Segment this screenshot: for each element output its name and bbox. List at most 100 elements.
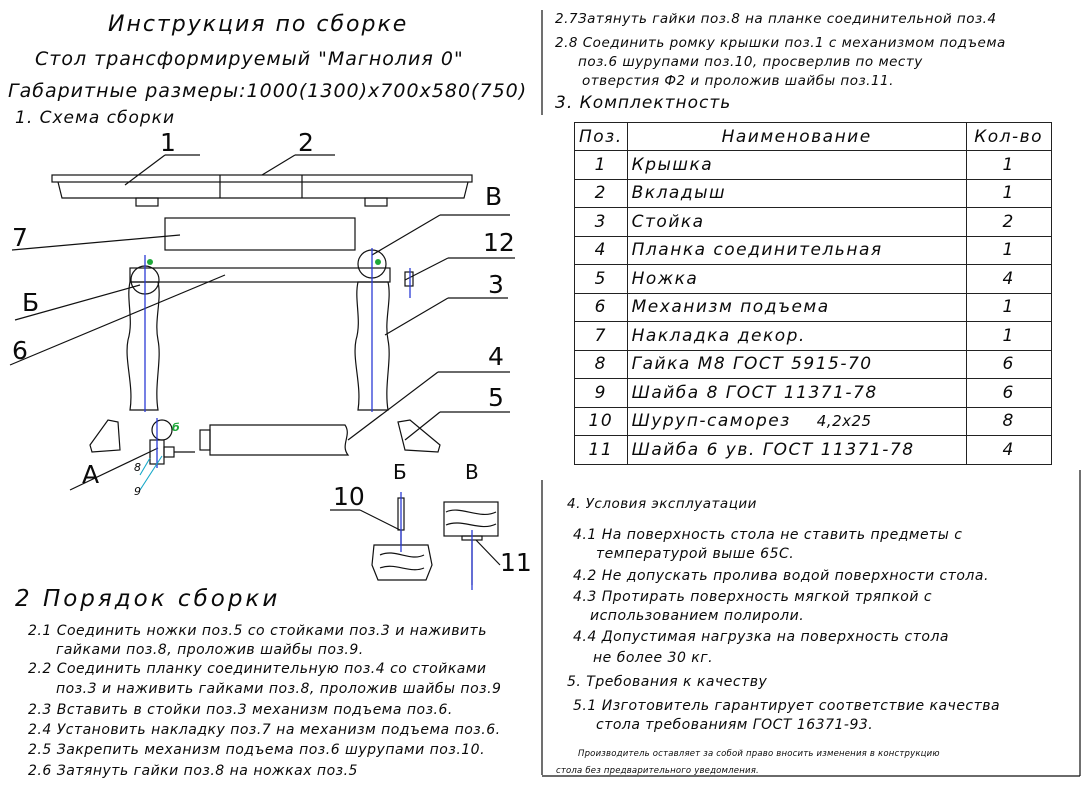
row-name: Крышка [626, 150, 967, 180]
conditions-heading: 4. Условия эксплуатации [567, 496, 757, 512]
label-3: 3 [488, 270, 504, 299]
row-pos: 8 [574, 349, 628, 379]
label-B-detail: Б [393, 460, 407, 484]
row-name: Ножка [626, 264, 967, 294]
footnote-line: стола без предварительного уведомления. [556, 766, 759, 776]
row-qty: 6 [965, 378, 1052, 408]
decor-panel-part-7 [164, 217, 356, 251]
leg-part-5-right [397, 419, 441, 453]
label-B-left: Б [22, 288, 40, 317]
leg-part-5-left [89, 419, 121, 453]
row-qty: 6 [965, 349, 1052, 379]
assembly-step-line: 2.4 Установить накладку поз.7 на механиз… [28, 722, 501, 738]
leader-3 [384, 297, 449, 336]
assembly-step-line: гайками поз.8, проложив шайбы поз.9. [56, 642, 364, 658]
row-pos: 9 [574, 378, 628, 408]
label-10: 10 [333, 482, 365, 511]
table-top-part-1 [51, 174, 473, 207]
overall-dimensions: Габаритные размеры:1000(1300)х700х580(75… [8, 80, 528, 102]
row-qty: 4 [965, 435, 1052, 465]
label-V-top: В [485, 182, 503, 211]
top-step-line: 2.7Затянуть гайки поз.8 на планке соедин… [555, 11, 997, 27]
row-name-text: Шуруп-саморез [631, 411, 791, 432]
fastener-dot-right [375, 259, 381, 265]
detail-B [371, 497, 433, 581]
leader-6 [9, 274, 226, 366]
label-small-8: 8 [134, 461, 142, 474]
header-qty: Кол-во [965, 122, 1052, 151]
row-name: Механизм подъема [626, 292, 967, 322]
condition-line: 4.3 Протирать поверхность мягкой тряпкой… [573, 589, 933, 605]
leader-12 [404, 257, 449, 281]
row-name: Гайка М8 ГОСТ 5915-70 [626, 349, 967, 379]
row-pos: 10 [574, 406, 628, 436]
assembly-step-line: 2.2 Соединить планку соединительную поз.… [28, 661, 487, 677]
label-12: 12 [483, 228, 515, 257]
leader-4 [347, 371, 439, 441]
row-pos: 7 [574, 321, 628, 351]
page-title: Инструкция по сборке [108, 12, 409, 37]
label-small-9: 9 [134, 485, 142, 498]
detail-V [443, 501, 499, 585]
spec-table-header: Поз. Наименование Кол-во [574, 122, 1052, 151]
row-qty: 1 [965, 321, 1052, 351]
leader-A [69, 447, 159, 491]
row-pos: 1 [574, 150, 628, 180]
leader-V [371, 214, 441, 256]
condition-line: температурой выше 65С. [596, 546, 795, 562]
assembly-heading: 2 Порядок сборки [15, 586, 281, 612]
row-name: Шайба 6 ув. ГОСТ 11371-78 [626, 435, 967, 465]
top-step-line: 2.8 Соединить ромку крышки поз.1 с механ… [555, 35, 1006, 51]
condition-line: использованием полироли. [590, 608, 805, 624]
assembly-step-line: поз.3 и наживить гайками поз.8, проложив… [56, 681, 502, 697]
leader-8 [139, 457, 151, 476]
label-V-detail: В [465, 460, 479, 484]
footnote-line: Производитель оставляет за собой право в… [578, 749, 940, 759]
header-name: Наименование [626, 122, 967, 151]
quality-line: стола требованиям ГОСТ 16371-93. [596, 717, 874, 733]
row-name: Накладка декор. [626, 321, 967, 351]
row-name: Вкладыш [626, 178, 967, 208]
row-name: Планка соединительная [626, 235, 967, 265]
quality-heading: 5. Требования к качеству [567, 674, 768, 690]
label-7: 7 [12, 223, 28, 252]
top-step-line: поз.6 шурупами поз.10, просверлив по мес… [578, 54, 923, 70]
row-qty: 2 [965, 207, 1052, 237]
leader-1 [124, 154, 166, 186]
label-1: 1 [160, 128, 176, 157]
row-name: Шайба 8 ГОСТ 11371-78 [626, 378, 967, 408]
leader-11 [475, 539, 501, 566]
top-step-line: отверстия Ф2 и проложив шайбы поз.11. [582, 73, 894, 89]
leader-2 [261, 154, 296, 176]
label-4: 4 [488, 342, 504, 371]
condition-line: не более 30 кг. [593, 650, 714, 666]
row-pos: 2 [574, 178, 628, 208]
fastener-dot-left [147, 259, 153, 265]
row-qty: 1 [965, 235, 1052, 265]
leader-9 [139, 455, 163, 491]
axis-lines [144, 248, 473, 590]
label-6: 6 [12, 336, 28, 365]
row-pos: 5 [574, 264, 628, 294]
label-5: 5 [488, 383, 504, 412]
product-name: Стол трансформируемый "Магнолия 0" [35, 48, 464, 70]
assembly-step-line: 2.6 Затянуть гайки поз.8 на ножках поз.5 [28, 763, 358, 779]
row-pos: 4 [574, 235, 628, 265]
leader-5 [404, 411, 441, 441]
assembly-step-line: 2.5 Закрепить механизм подъема поз.6 шур… [28, 742, 486, 758]
row-qty: 1 [965, 178, 1052, 208]
row-size: 4,2х25 [816, 412, 872, 431]
row-pos: 6 [574, 292, 628, 322]
header-pos: Поз. [574, 122, 628, 151]
leader-10 [359, 509, 401, 531]
label-11: 11 [500, 548, 532, 577]
